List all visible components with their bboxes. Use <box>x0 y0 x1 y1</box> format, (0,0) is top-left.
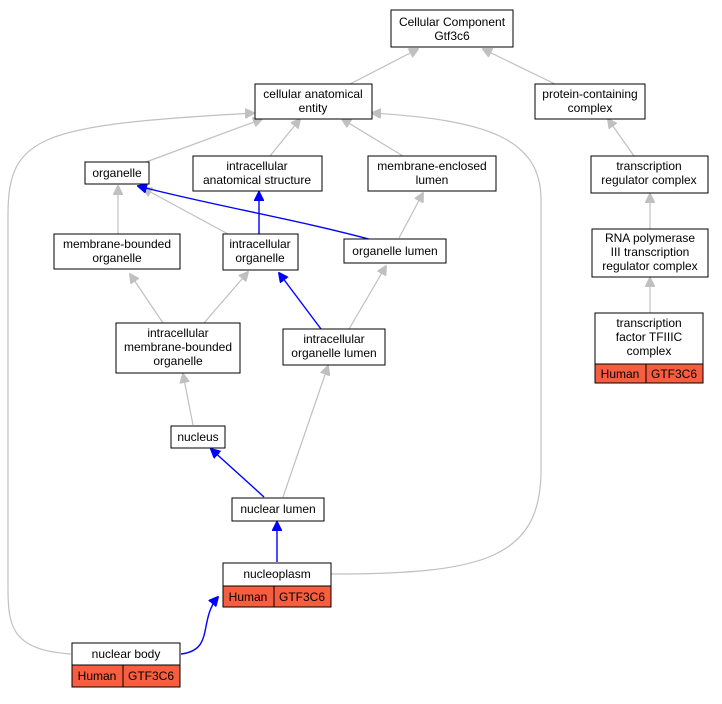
node-intracellular-organelle-line-2: organelle <box>235 251 285 265</box>
node-intracellular-membrane-bounded-organelle-line-2: membrane-bounded <box>124 340 232 354</box>
node-nucleus[interactable]: nucleus <box>170 425 226 449</box>
node-membrane-enclosed-lumen-line-2: lumen <box>416 173 449 187</box>
edge-nl-iol <box>282 366 328 498</box>
edge-imbo-io <box>203 272 248 324</box>
node-intracellular-organelle[interactable]: intracellular organelle <box>222 233 299 271</box>
node-nuclear-lumen[interactable]: nuclear lumen <box>231 497 325 522</box>
edge-pcc-root <box>483 49 556 85</box>
node-membrane-bounded-organelle-line-1: membrane-bounded <box>63 237 171 251</box>
node-protein-containing-complex-line-1: protein-containing <box>542 87 637 101</box>
node-transcription-regulator-complex-line-2: regulator complex <box>601 173 696 187</box>
node-transcription-factor-tfiiic-complex[interactable]: transcription factor TFIIIC complex Huma… <box>594 312 704 384</box>
node-cellular-anatomical-entity[interactable]: cellular anatomical entity <box>254 83 373 120</box>
node-membrane-bounded-organelle[interactable]: membrane-bounded organelle <box>53 233 181 270</box>
node-organelle-lumen-line-1: organelle lumen <box>352 244 437 258</box>
node-nucleus-line-1: nucleus <box>177 430 218 444</box>
edges <box>7 49 650 655</box>
node-protein-containing-complex-line-2: complex <box>568 101 613 115</box>
node-protein-containing-complex[interactable]: protein-containing complex <box>534 83 646 120</box>
edge-ol-mel <box>398 193 423 239</box>
nuclear-body-gene-label: GTF3C6 <box>128 669 174 683</box>
node-cellular-component-line-2: Gtf3c6 <box>434 29 470 43</box>
tfiiic-species-label: Human <box>601 367 640 381</box>
edge-iol-io <box>279 273 322 330</box>
node-tfiiic-line-1: transcription <box>616 316 681 330</box>
edge-organelle-cae <box>145 119 262 163</box>
node-intracellular-membrane-bounded-organelle-line-3: organelle <box>153 354 203 368</box>
node-intracellular-anatomical-structure[interactable]: intracellular anatomical structure <box>192 155 323 192</box>
edge-nucleus-imbo <box>183 374 194 426</box>
edge-ol-organelle <box>138 186 377 242</box>
node-membrane-enclosed-lumen[interactable]: membrane-enclosed lumen <box>367 155 497 192</box>
node-membrane-enclosed-lumen-line-1: membrane-enclosed <box>377 159 486 173</box>
edge-np-cae <box>330 113 542 575</box>
node-nuclear-body-line-1: nuclear body <box>92 647 161 661</box>
node-organelle-line-1: organelle <box>92 166 142 180</box>
edge-trc-pcc <box>608 119 635 157</box>
node-nucleoplasm-line-1: nucleoplasm <box>243 567 310 581</box>
edge-io-organelle <box>143 188 229 235</box>
tfiiic-gene-tag <box>645 363 704 384</box>
node-cellular-component[interactable]: Cellular Component Gtf3c6 <box>390 9 514 48</box>
node-intracellular-anatomical-structure-line-1: intracellular <box>226 159 287 173</box>
node-rna-polymerase-iii-line-2: III transcription <box>611 245 690 259</box>
tfiiic-gene-label: GTF3C6 <box>651 367 697 381</box>
node-transcription-regulator-complex-line-1: transcription <box>616 159 681 173</box>
node-cellular-anatomical-entity-line-2: entity <box>299 101 328 115</box>
node-intracellular-organelle-line-1: intracellular <box>229 237 290 251</box>
node-cellular-component-line-1: Cellular Component <box>399 15 506 29</box>
node-organelle[interactable]: organelle <box>84 161 150 185</box>
node-intracellular-membrane-bounded-organelle-line-1: intracellular <box>147 326 208 340</box>
nuclear-body-species-label: Human <box>78 669 117 683</box>
edge-nb-cae <box>7 113 254 655</box>
node-tfiiic-line-3: complex <box>627 344 672 358</box>
edge-imbo-mbo <box>130 274 164 324</box>
node-rna-polymerase-iii-line-3: regulator complex <box>602 259 697 273</box>
node-organelle-lumen[interactable]: organelle lumen <box>343 238 447 264</box>
edge-iol-ol <box>348 266 386 330</box>
nucleoplasm-gene-tag <box>273 585 332 608</box>
node-intracellular-organelle-lumen[interactable]: intracellular organelle lumen <box>282 328 386 366</box>
edge-nl-nucleus <box>211 449 265 498</box>
node-tfiiic-line-2: factor TFIIIC <box>616 330 683 344</box>
node-intracellular-organelle-lumen-line-1: intracellular <box>303 332 364 346</box>
node-rna-polymerase-iii-line-1: RNA polymerase <box>605 231 695 245</box>
node-intracellular-anatomical-structure-line-2: anatomical structure <box>203 173 311 187</box>
node-intracellular-organelle-lumen-line-2: organelle lumen <box>291 346 376 360</box>
node-cellular-anatomical-entity-line-1: cellular anatomical <box>263 87 362 101</box>
nuclear-body-gene-tag <box>122 664 181 688</box>
edge-cae-root <box>349 49 418 85</box>
node-intracellular-membrane-bounded-organelle[interactable]: intracellular membrane-bounded organelle <box>115 322 241 374</box>
node-nuclear-body[interactable]: nuclear body Human GTF3C6 <box>71 642 181 688</box>
node-transcription-regulator-complex[interactable]: transcription regulator complex <box>590 155 709 194</box>
edge-nb-np <box>180 597 218 655</box>
node-nucleoplasm[interactable]: nucleoplasm Human GTF3C6 <box>222 562 332 608</box>
node-nuclear-lumen-line-1: nuclear lumen <box>240 502 315 516</box>
edge-mel-cae <box>342 119 404 157</box>
node-membrane-bounded-organelle-line-2: organelle <box>92 251 142 265</box>
nucleoplasm-species-label: Human <box>229 590 268 604</box>
node-rna-polymerase-iii-transcription-regulator-complex[interactable]: RNA polymerase III transcription regulat… <box>591 228 709 278</box>
edge-ias-cae <box>269 119 300 157</box>
nucleoplasm-gene-label: GTF3C6 <box>279 590 325 604</box>
